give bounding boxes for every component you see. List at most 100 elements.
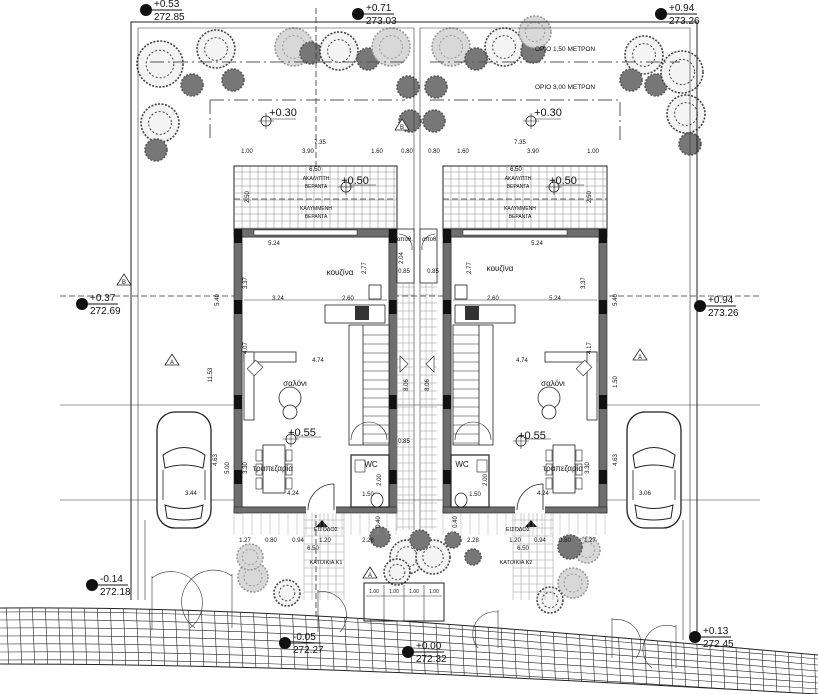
tree-icon	[536, 586, 564, 614]
storage-door[interactable]	[398, 233, 413, 251]
dimension-label: 0.80	[428, 149, 440, 155]
elevation-absolute: 272.32	[416, 654, 447, 665]
dimension-label: 1.00	[241, 149, 253, 155]
gates[interactable]	[151, 569, 677, 669]
section-mark-icon: A	[632, 348, 648, 361]
dimension-label: 6.50	[309, 167, 321, 173]
section-mark-label: A	[368, 573, 372, 579]
level-crosshair-icon	[338, 179, 376, 195]
parked-cars	[156, 411, 682, 529]
dimension-label: 3.90	[527, 149, 539, 155]
elevation-relative: -0.14	[100, 574, 123, 585]
dimension-label: 1.20	[319, 538, 331, 544]
tree-icon	[518, 15, 552, 49]
tree-icon	[144, 138, 168, 162]
verandas	[233, 165, 608, 230]
elevation-absolute: 272.18	[100, 587, 131, 598]
dimension-label: 0.40	[453, 516, 459, 528]
dimension-label: 1.00	[587, 149, 599, 155]
dimension-label: 0.80	[559, 538, 571, 544]
dimension-label: 0.80	[401, 149, 413, 155]
dimension-label: 0.85	[427, 269, 439, 275]
toilet-icon	[454, 492, 468, 508]
dimension-label: 2.28	[362, 538, 374, 544]
dimension-label: 2.00	[377, 474, 383, 486]
dimension-label: 3.90	[302, 149, 314, 155]
tree-icon	[464, 548, 482, 566]
entrance-arrow-icon	[525, 520, 537, 527]
dimension-label: 2.50	[587, 191, 593, 203]
dimension-label: 7.35	[314, 140, 326, 146]
dimension-label: 2.00	[483, 474, 489, 486]
dimension-label: 5.24	[549, 296, 561, 302]
entrance-path-tiles	[442, 513, 606, 600]
veranda-level-label: +0.50	[341, 175, 369, 187]
elevation-relative: +0.13	[703, 626, 729, 637]
house-name-label: ΚΑΤΟΙΚΙΑ Κ2	[500, 560, 533, 566]
dimension-label: 3.30	[243, 462, 249, 474]
elevation-relative: +0.71	[366, 3, 392, 14]
dimension-label: 2.28	[467, 538, 479, 544]
tree-icon	[140, 103, 180, 143]
dimension-label: 3.37	[581, 277, 587, 289]
elevation-relative: +0.94	[669, 3, 695, 14]
dimension-label: 6.50	[517, 546, 529, 552]
level-crosshair-icon	[283, 431, 321, 447]
section-mark-icon: B	[394, 118, 410, 131]
tree-icon	[383, 558, 411, 586]
entrance-door[interactable]	[306, 483, 336, 515]
storage-door[interactable]	[421, 233, 436, 251]
veranda-tiles	[442, 165, 608, 230]
street-paving-hatch	[0, 607, 818, 694]
dining-table-icon	[255, 444, 293, 494]
dimension-label: 3.30	[585, 462, 591, 474]
tree-icon	[624, 35, 664, 75]
bin-dimension-label: 1.00	[369, 589, 379, 595]
dimension-label: 1.27	[239, 538, 251, 544]
elevation-absolute: 272.85	[154, 12, 185, 23]
tree-icon	[484, 27, 524, 67]
street-edge	[0, 607, 818, 656]
section-arrow-icon	[425, 355, 435, 373]
survey-point-icon	[140, 4, 152, 16]
sofa-icon	[243, 351, 297, 421]
dimension-label: 4.63	[613, 454, 619, 466]
tree-icon	[371, 27, 411, 67]
tree-icon	[444, 531, 462, 549]
tree-icon	[557, 567, 589, 599]
dimension-label: 4.63	[213, 454, 219, 466]
elevation-absolute: 273.26	[708, 308, 739, 319]
section-arrow-icon	[399, 355, 409, 373]
tree-icon	[369, 526, 391, 548]
storage-label: αποθ.	[422, 237, 438, 243]
veranda-label: ΑΚΑΛΥΠΤΗ	[505, 176, 532, 182]
dimension-label: 6.50	[510, 167, 522, 173]
dimension-label: 8.06	[425, 379, 431, 391]
house-name-label: ΚΑΤΟΙΚΙΑ Κ1	[310, 560, 343, 566]
dimension-label: 4.74	[516, 358, 528, 364]
dimension-label: 2.77	[467, 262, 473, 274]
storage-label: αποθ.	[397, 237, 413, 243]
house-k1-plan	[233, 228, 398, 600]
dining-room-label: τραπεζαρία	[253, 464, 293, 473]
survey-point-icon	[86, 579, 98, 591]
storage-room	[396, 228, 415, 284]
tree-icon	[299, 41, 323, 65]
elevation-relative: +0.00	[416, 641, 442, 652]
dimension-label: 1.60	[371, 149, 383, 155]
elevation-relative: +0.37	[90, 293, 116, 304]
toilet-icon	[370, 492, 384, 508]
elevation-absolute: 272.69	[90, 306, 121, 317]
dimension-label: 5.00	[225, 462, 231, 474]
survey-point-icon	[402, 646, 414, 658]
entrance-door[interactable]	[515, 483, 545, 515]
veranda-label: ΒΕΡΑΝΤΑ	[305, 184, 328, 190]
veranda-tiles	[233, 165, 398, 230]
living-room-label: σαλόνι	[541, 379, 565, 388]
survey-point-icon	[279, 637, 291, 649]
